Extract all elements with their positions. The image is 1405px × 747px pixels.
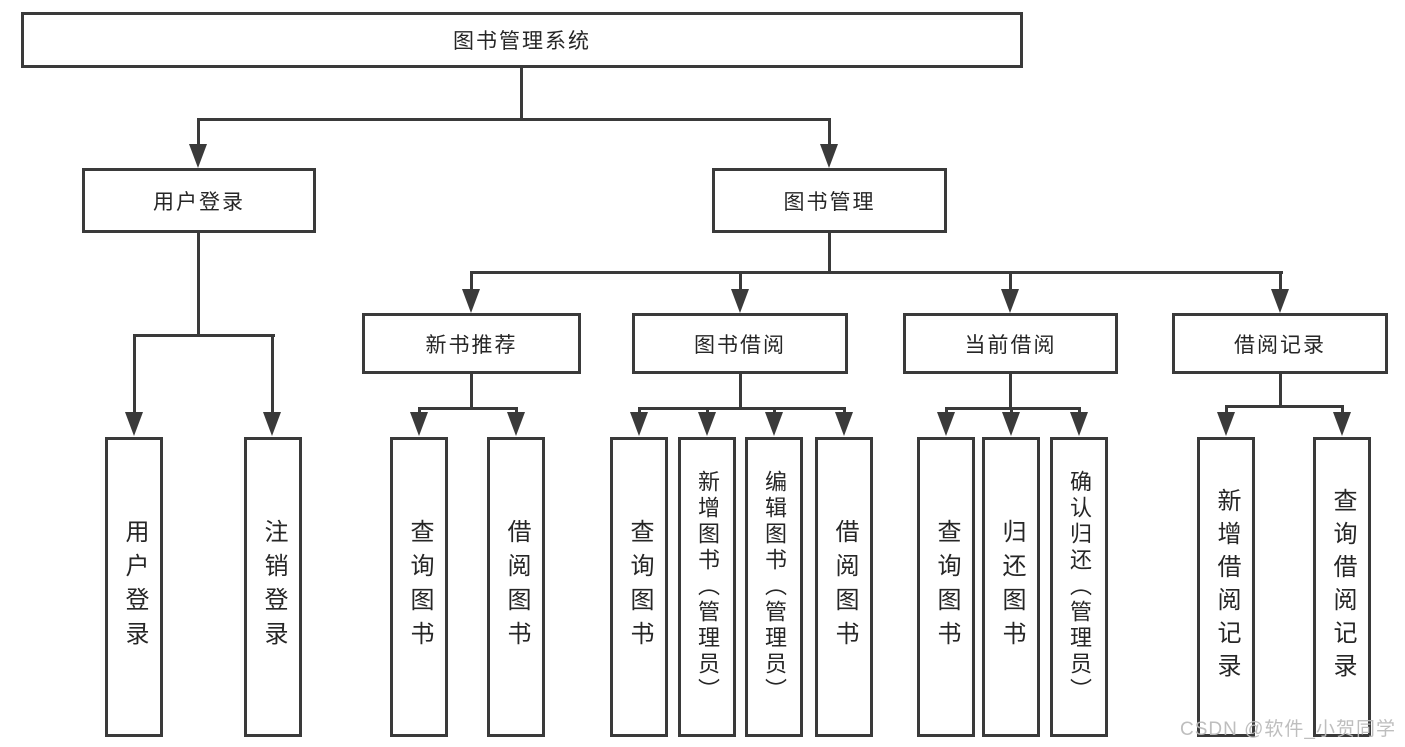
leaf-confirm-return-admin: 确认归还（管理员）: [1050, 437, 1108, 737]
arrowhead-down: [1217, 412, 1235, 436]
leaf-add-books-admin: 新增图书（管理员）: [678, 437, 736, 737]
node-borrow-records: 借阅记录: [1172, 313, 1388, 374]
connector-current-bus: [945, 407, 1081, 410]
leaf-query-books-recommend: 查询图书: [390, 437, 448, 737]
leaf-label: 查询借阅记录: [1329, 488, 1356, 686]
arrowhead-down: [189, 144, 207, 168]
connector-borrow-stem: [739, 372, 742, 410]
arrowhead-down: [263, 412, 281, 436]
connector-drop: [739, 271, 742, 291]
leaf-label: 注销登录: [260, 519, 287, 655]
connector-drop: [470, 271, 473, 291]
connector-drop: [828, 118, 831, 148]
node-current-borrow: 当前借阅: [903, 313, 1118, 374]
leaf-query-borrow-record: 查询借阅记录: [1313, 437, 1371, 737]
connector-drop: [843, 407, 846, 415]
leaf-user-login: 用户登录: [105, 437, 163, 737]
connector-drop: [706, 407, 709, 415]
leaf-label: 编辑图书（管理员）: [762, 470, 787, 704]
arrowhead-down: [507, 412, 525, 436]
connector-recommend-stem: [470, 372, 473, 410]
node-label: 新书推荐: [425, 333, 518, 357]
connector-drop: [197, 118, 200, 148]
node-book-management: 图书管理: [712, 168, 947, 233]
arrowhead-down: [835, 412, 853, 436]
arrowhead-down: [731, 289, 749, 313]
connector-current-stem: [1009, 372, 1012, 410]
leaf-label: 归还图书: [998, 519, 1025, 655]
connector-drop: [1225, 405, 1228, 415]
leaf-label: 新增借阅记录: [1213, 488, 1240, 686]
connector-recommend-bus: [418, 407, 518, 410]
node-label: 当前借阅: [964, 333, 1057, 357]
connector-drop: [945, 407, 948, 415]
connector-drop: [1010, 407, 1013, 415]
leaf-edit-books-admin: 编辑图书（管理员）: [745, 437, 803, 737]
connector-drop: [271, 334, 274, 412]
connector-mgmt-bus: [470, 271, 1283, 274]
arrowhead-down: [937, 412, 955, 436]
connector-drop: [1279, 271, 1282, 291]
connector-records-stem: [1279, 372, 1282, 408]
node-label: 用户登录: [153, 190, 245, 214]
leaf-label: 查询图书: [406, 519, 433, 655]
connector-drop: [418, 407, 421, 415]
arrowhead-down: [1001, 289, 1019, 313]
arrowhead-down: [462, 289, 480, 313]
node-book-borrow: 图书借阅: [632, 313, 848, 374]
arrowhead-down: [1002, 412, 1020, 436]
leaf-label: 借阅图书: [831, 519, 858, 655]
connector-drop: [638, 407, 641, 415]
connector-root-bus: [197, 118, 831, 121]
node-label: 图书管理系统: [453, 30, 591, 53]
node-root-system: 图书管理系统: [21, 12, 1023, 68]
arrowhead-down: [765, 412, 783, 436]
arrowhead-down: [1070, 412, 1088, 436]
arrowhead-down: [1271, 289, 1289, 313]
connector-drop: [1078, 407, 1081, 415]
arrowhead-down: [1333, 412, 1351, 436]
node-user-login: 用户登录: [82, 168, 316, 233]
connector-records-bus: [1225, 405, 1344, 408]
connector-borrow-bus: [638, 407, 846, 410]
leaf-label: 借阅图书: [503, 519, 530, 655]
connector-drop: [1009, 271, 1012, 291]
connector-drop: [773, 407, 776, 415]
connector-root-stem: [520, 66, 523, 118]
node-label: 图书管理: [783, 190, 876, 214]
leaf-borrow-books-recommend: 借阅图书: [487, 437, 545, 737]
leaf-query-books-borrow: 查询图书: [610, 437, 668, 737]
connector-user-stem: [197, 231, 200, 337]
connector-mgmt-stem: [828, 231, 831, 274]
leaf-borrow-books: 借阅图书: [815, 437, 873, 737]
leaf-label: 用户登录: [121, 519, 148, 655]
leaf-label: 确认归还（管理员）: [1067, 470, 1092, 704]
arrowhead-down: [820, 144, 838, 168]
leaf-logout: 注销登录: [244, 437, 302, 737]
node-new-book-recommend: 新书推荐: [362, 313, 581, 374]
leaf-query-books-current: 查询图书: [917, 437, 975, 737]
leaf-label: 新增图书（管理员）: [695, 470, 720, 704]
leaf-add-borrow-record: 新增借阅记录: [1197, 437, 1255, 737]
connector-drop: [133, 334, 136, 412]
watermark: CSDN @软件_小贺同学: [1180, 719, 1396, 740]
arrowhead-down: [410, 412, 428, 436]
leaf-return-books: 归还图书: [982, 437, 1040, 737]
arrowhead-down: [125, 412, 143, 436]
connector-drop: [1341, 405, 1344, 415]
node-label: 借阅记录: [1234, 333, 1326, 357]
leaf-label: 查询图书: [933, 519, 960, 655]
node-label: 图书借阅: [694, 333, 786, 357]
connector-user-bus: [133, 334, 275, 337]
arrowhead-down: [630, 412, 648, 436]
leaf-label: 查询图书: [626, 519, 653, 655]
arrowhead-down: [698, 412, 716, 436]
connector-drop: [515, 407, 518, 415]
